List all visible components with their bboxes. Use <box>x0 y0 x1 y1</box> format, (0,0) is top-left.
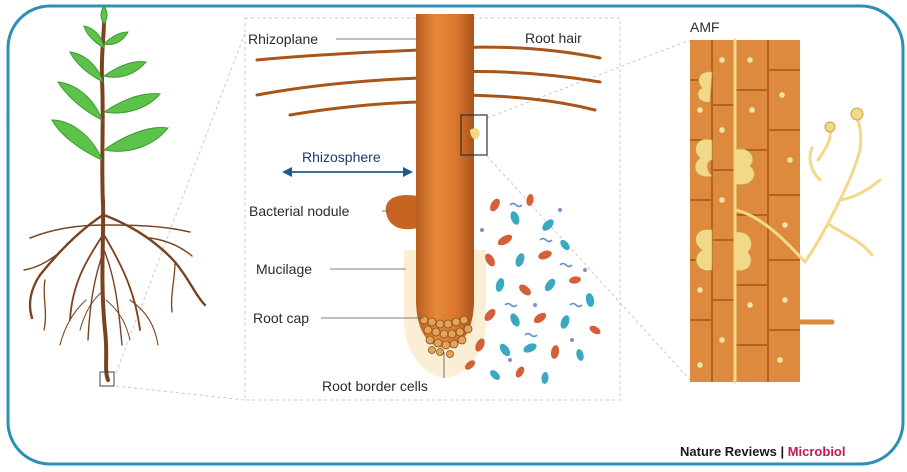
label-rhizoplane: Rhizoplane <box>248 31 318 47</box>
bacterial-nodule <box>386 195 418 229</box>
credit-section: Microbiol <box>788 444 846 459</box>
label-mucilage: Mucilage <box>256 261 312 277</box>
credit-journal: Nature Reviews <box>680 444 777 459</box>
label-root-hair: Root hair <box>525 30 582 46</box>
label-root-cap: Root cap <box>253 310 309 326</box>
label-rhizosphere: Rhizosphere <box>302 149 381 165</box>
label-root-border-cells: Root border cells <box>322 378 428 394</box>
amf-spores <box>825 108 863 132</box>
amf-panel: AMF <box>690 19 880 382</box>
plant-illustration <box>24 6 205 386</box>
journal-credit: Nature Reviews | Microbiol <box>680 444 845 459</box>
plant-leaves <box>52 6 168 160</box>
main-root <box>416 14 474 348</box>
credit-separator: | <box>777 444 788 459</box>
plant-roots <box>24 200 205 380</box>
plant-stem <box>102 22 104 205</box>
root-panel: Rhizoplane Root hair Rhizosphere Bacteri… <box>248 14 602 394</box>
label-bacterial-nodule: Bacterial nodule <box>249 203 350 219</box>
label-amf: AMF <box>690 19 720 35</box>
rhizosphere-arrow <box>282 167 413 177</box>
